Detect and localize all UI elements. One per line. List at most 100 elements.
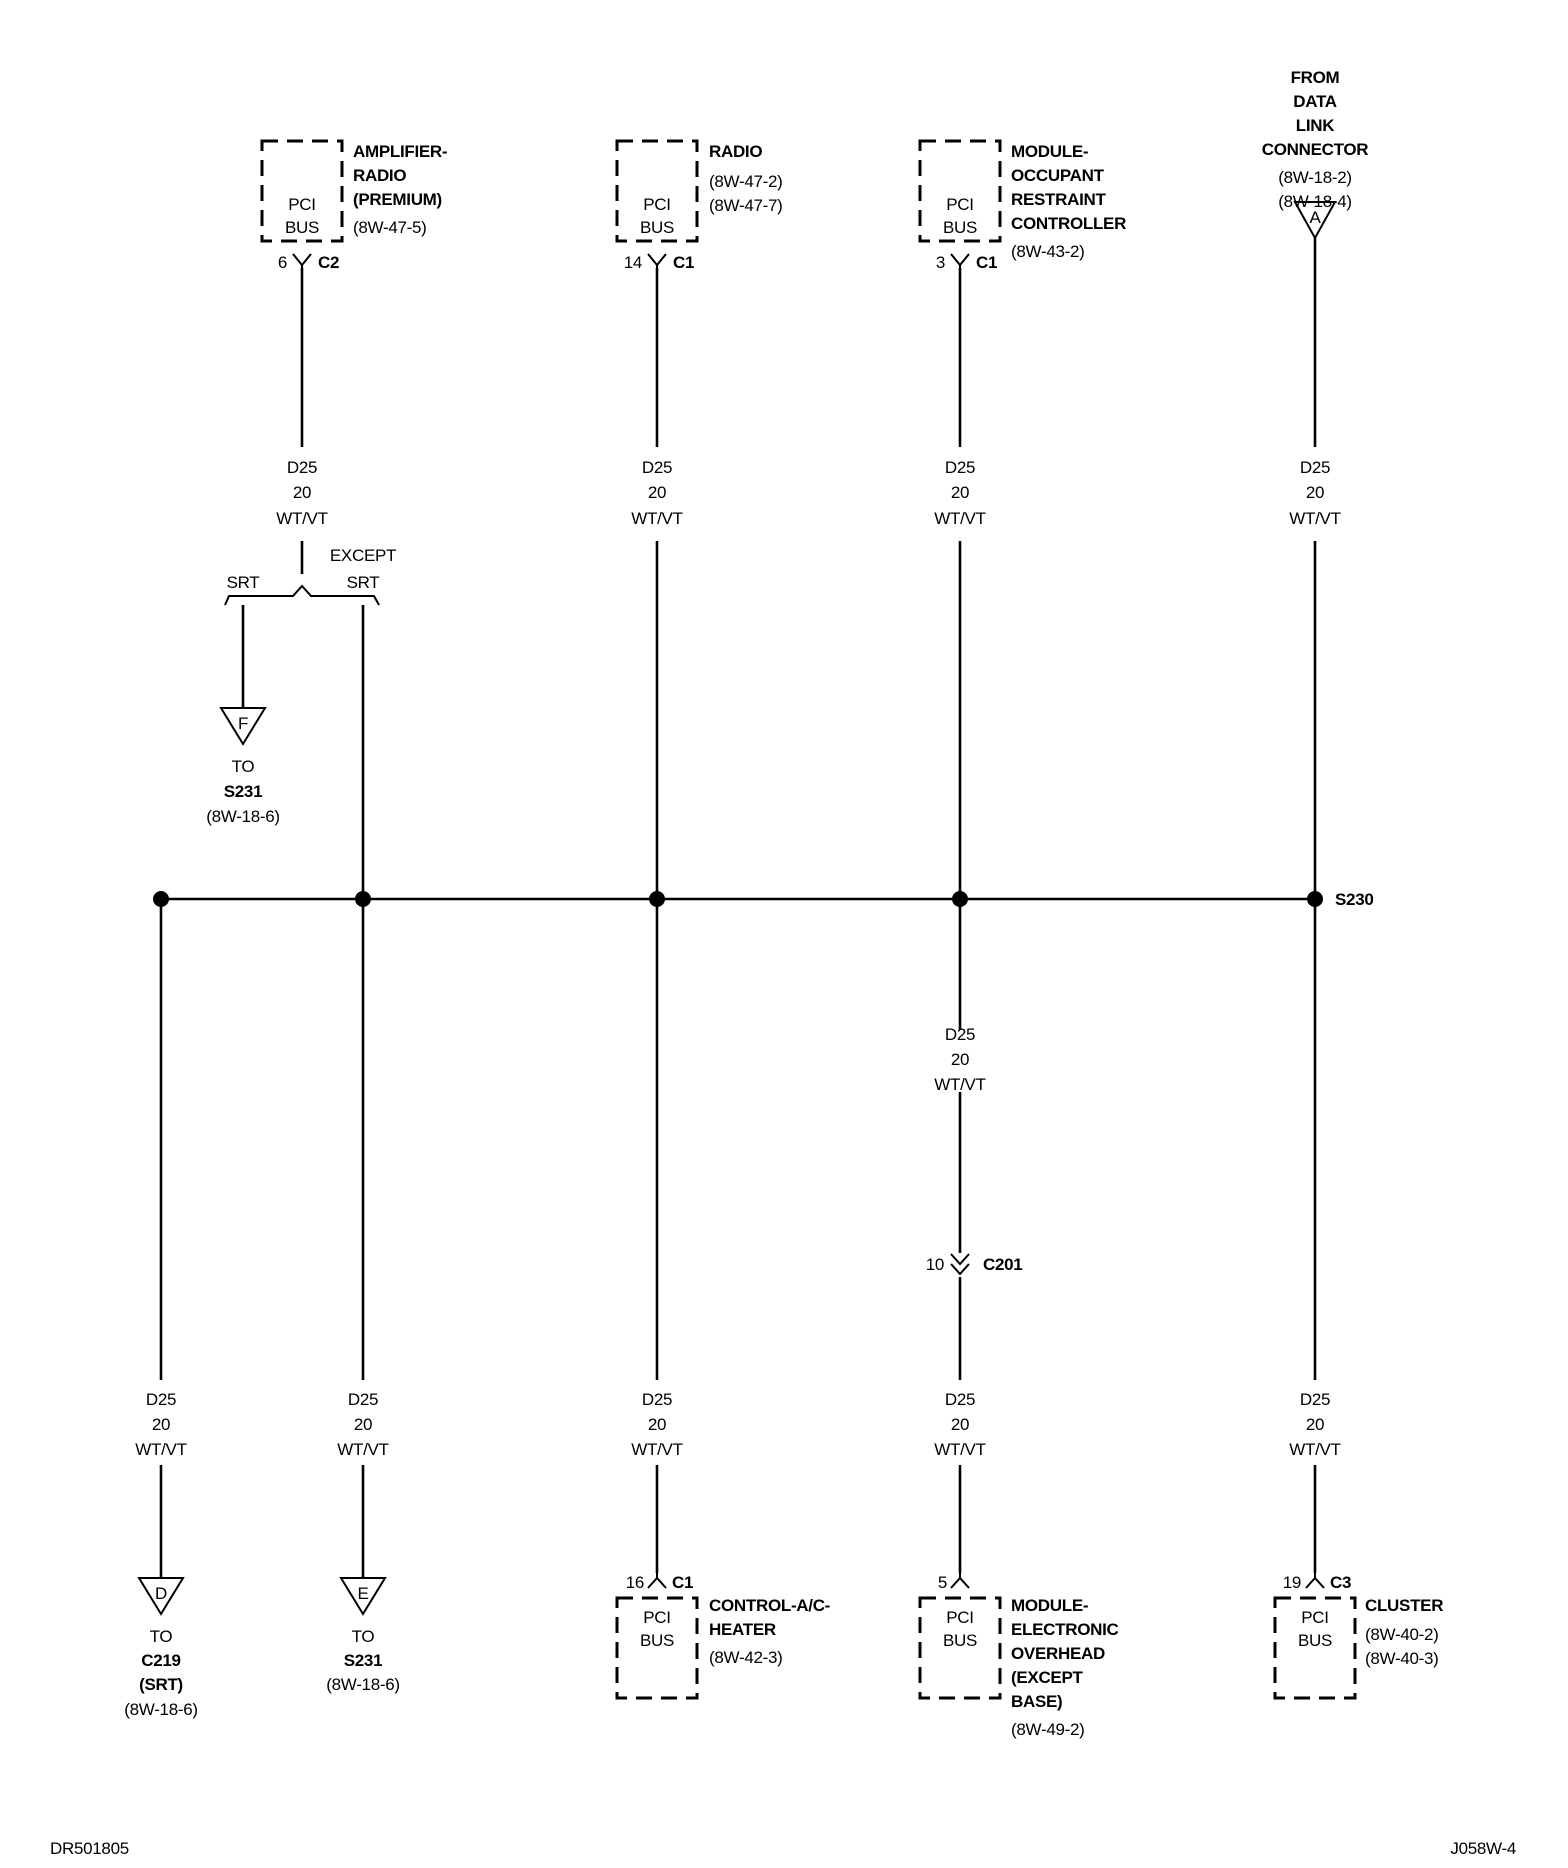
option-branch: SRT EXCEPT SRT (224, 546, 396, 606)
component-ref: (8W-42-3) (709, 1648, 783, 1667)
branch-label-except: EXCEPT (330, 546, 396, 565)
branch-label-srt: SRT (227, 573, 260, 592)
component-cluster[interactable]: 19 C3 PCI BUS CLUSTER (8W-40-2) (8W-40-3… (1273, 1573, 1444, 1700)
svg-text:WT/VT: WT/VT (337, 1440, 388, 1459)
box-label-bus: BUS (943, 218, 977, 237)
box-label-bus: BUS (640, 218, 674, 237)
component-ref: (8W-47-5) (353, 218, 427, 237)
splice-dot (952, 891, 968, 907)
dlc-ref: (8W-18-4) (1278, 192, 1352, 211)
svg-text:WT/VT: WT/VT (934, 1440, 985, 1459)
svg-text:20: 20 (354, 1415, 372, 1434)
component-name: RADIO (353, 166, 406, 185)
splice-dot (355, 891, 371, 907)
connector-id: C2 (318, 253, 339, 272)
pin-number: 16 (626, 1573, 644, 1592)
svg-text:D25: D25 (1300, 458, 1330, 477)
svg-text:20: 20 (951, 483, 969, 502)
svg-text:WT/VT: WT/VT (135, 1440, 186, 1459)
svg-text:WT/VT: WT/VT (934, 509, 985, 528)
offpage-target: C219 (141, 1651, 180, 1670)
offpage-ref: (8W-18-6) (206, 807, 280, 826)
connector-id: C1 (672, 1573, 693, 1592)
pin-number: 10 (926, 1255, 944, 1274)
svg-text:WT/VT: WT/VT (631, 1440, 682, 1459)
offpage-target: S231 (344, 1651, 383, 1670)
offpage-triangle-icon (219, 707, 267, 746)
svg-text:20: 20 (648, 1415, 666, 1434)
offpage-target: S231 (224, 782, 263, 801)
box-label-pci: PCI (946, 1608, 973, 1627)
svg-text:D25: D25 (945, 458, 975, 477)
component-name: OVERHEAD (1011, 1644, 1105, 1663)
splice-label: S230 (1335, 890, 1374, 909)
box-label-pci: PCI (643, 195, 670, 214)
connector-id: C201 (983, 1255, 1022, 1274)
connector-id: C1 (673, 253, 694, 272)
dlc-label: LINK (1296, 116, 1335, 135)
box-label-pci: PCI (946, 195, 973, 214)
data-link-connector-origin[interactable]: FROM DATA LINK CONNECTOR (8W-18-2) (8W-1… (1262, 68, 1369, 241)
offpage-letter: D (155, 1584, 167, 1603)
wire-label: D25 20 WT/VT (934, 458, 986, 528)
wire-label: D25 20 WT/VT (934, 1390, 986, 1459)
component-occupant-restraint-controller[interactable]: PCI BUS MODULE- OCCUPANT RESTRAINT CONTR… (918, 139, 1126, 272)
component-electronic-overhead[interactable]: 5 PCI BUS MODULE- ELECTRONIC OVERHEAD (E… (918, 1573, 1119, 1739)
component-ref: (8W-40-3) (1365, 1649, 1439, 1668)
offpage-extra: (SRT) (139, 1675, 183, 1694)
offpage-connector-e[interactable]: E TO S231 (8W-18-6) (326, 1577, 400, 1694)
offpage-connector-d[interactable]: D TO C219 (SRT) (8W-18-6) (124, 1577, 198, 1719)
svg-text:20: 20 (152, 1415, 170, 1434)
offpage-to: TO (150, 1627, 173, 1646)
component-name: CONTROL-A/C- (709, 1596, 830, 1615)
splice-points (153, 891, 1323, 907)
svg-text:D25: D25 (348, 1390, 378, 1409)
component-amplifier-radio[interactable]: PCI BUS AMPLIFIER- RADIO (PREMIUM) (8W-4… (260, 139, 448, 272)
pin-number: 6 (278, 253, 287, 272)
dlc-label: FROM (1291, 68, 1340, 87)
component-name: HEATER (709, 1620, 776, 1639)
svg-text:WT/VT: WT/VT (276, 509, 327, 528)
svg-text:20: 20 (951, 1415, 969, 1434)
box-label-bus: BUS (1298, 1631, 1332, 1650)
connector-terminal-icon (647, 1573, 667, 1589)
inline-connector-c201[interactable]: 10 C201 (926, 1253, 1023, 1276)
dlc-label: DATA (1293, 92, 1337, 111)
component-control-ac-heater[interactable]: 16 C1 PCI BUS CONTROL-A/C- HEATER (8W-42… (615, 1573, 830, 1700)
component-ref: (8W-47-7) (709, 196, 783, 215)
component-name: RESTRAINT (1011, 190, 1106, 209)
pci-bus-box (1273, 1596, 1357, 1700)
wire-label: D25 20 WT/VT (276, 458, 328, 528)
component-name: CLUSTER (1365, 1596, 1443, 1615)
pci-bus-box (918, 139, 1002, 243)
branch-label-except: SRT (347, 573, 380, 592)
inline-connector-icon (950, 1253, 970, 1276)
footer-right-code: J058W-4 (1450, 1839, 1516, 1858)
svg-text:WT/VT: WT/VT (631, 509, 682, 528)
offpage-letter: A (1309, 208, 1321, 227)
component-name: CONTROLLER (1011, 214, 1126, 233)
pci-bus-box (615, 139, 699, 243)
offpage-connector-f[interactable]: F TO S231 (8W-18-6) (206, 707, 280, 826)
svg-text:20: 20 (951, 1050, 969, 1069)
offpage-ref: (8W-18-6) (124, 1700, 198, 1719)
component-ref: (8W-43-2) (1011, 242, 1085, 261)
offpage-triangle-icon (339, 1577, 387, 1616)
pci-bus-box (615, 1596, 699, 1700)
offpage-triangle-icon (1293, 201, 1337, 241)
splice-dot (649, 891, 665, 907)
wire-label: D25 20 WT/VT (1289, 1390, 1341, 1459)
component-ref: (8W-40-2) (1365, 1625, 1439, 1644)
box-label-pci: PCI (643, 1608, 670, 1627)
box-label-bus: BUS (285, 218, 319, 237)
svg-text:D25: D25 (945, 1025, 975, 1044)
pci-bus-box (260, 139, 344, 243)
wire-label: D25 20 WT/VT (135, 1390, 187, 1459)
component-name: ELECTRONIC (1011, 1620, 1119, 1639)
svg-text:D25: D25 (945, 1390, 975, 1409)
svg-text:D25: D25 (642, 458, 672, 477)
svg-text:D25: D25 (642, 1390, 672, 1409)
connector-id: C3 (1330, 1573, 1351, 1592)
component-radio[interactable]: PCI BUS RADIO (8W-47-2) (8W-47-7) 14 C1 (615, 139, 783, 272)
